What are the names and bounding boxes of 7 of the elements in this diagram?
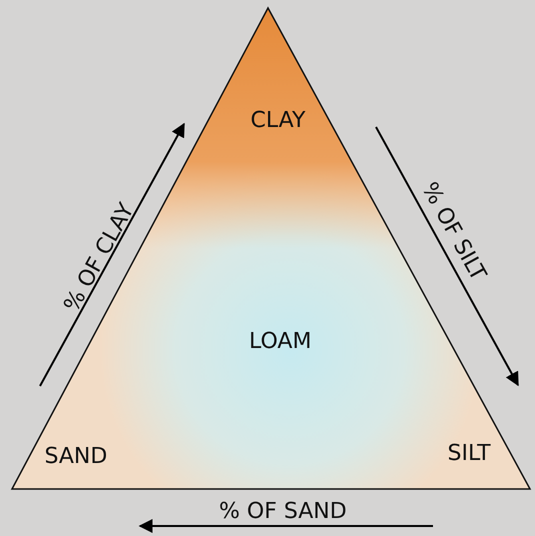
axis-label: % OF SILT: [415, 178, 491, 286]
region-label: LOAM: [249, 329, 312, 355]
axis-label: % OF SAND: [219, 499, 347, 525]
region-label: SAND: [44, 444, 108, 470]
region-label: CLAY: [250, 108, 306, 134]
axis-label: % OF CLAY: [59, 199, 140, 317]
region-label: SILT: [448, 441, 491, 467]
